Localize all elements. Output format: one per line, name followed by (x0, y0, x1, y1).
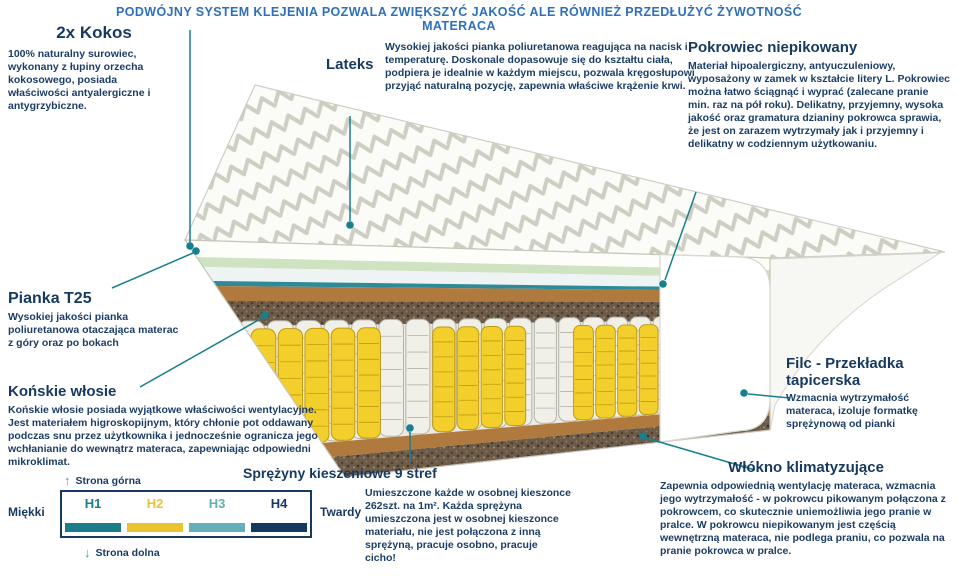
pianka-heading: Pianka T25 (8, 290, 92, 307)
bottom-side-note: ↓ Strona dolna (84, 546, 160, 559)
page-title: PODWÓJNY SYSTEM KLEJENIA POZWALA ZWIĘKSZ… (115, 5, 803, 33)
hardness-bar-h1 (65, 523, 121, 532)
wlokno-body: Zapewnia odpowiednią wentylację materaca… (660, 479, 946, 557)
callout-line-wlokno (645, 437, 756, 471)
callout-lines (111, 30, 791, 471)
hardness-level-h4: H4 (248, 492, 310, 536)
filc-body: Wzmacnia wytrzymałość materaca, izoluje … (786, 392, 918, 431)
layer-coconut-top (216, 286, 770, 302)
layer-felt-line (213, 281, 770, 291)
konskie-heading: Końskie włosie (8, 383, 117, 400)
pokrowiec-annotation: Pokrowiec niepikowany Materiał hipoalerg… (688, 39, 952, 151)
callout-dot-pokrowiec (659, 280, 667, 288)
sprezyny-heading: Sprężyny kieszeniowe 9 stref (243, 465, 437, 481)
hardness-level-h1: H1 (62, 492, 124, 536)
lateks-body: Wysokiej jakości pianka poliuretanowa re… (385, 41, 695, 93)
layer-foam-2 (203, 267, 770, 288)
hardness-level-h3: H3 (186, 492, 248, 536)
bottom-side-label: Strona dolna (95, 546, 160, 559)
hardness-bar-h2 (127, 523, 183, 532)
hardness-level-h2: H2 (124, 492, 186, 536)
callout-line-konskie (139, 317, 263, 388)
mattress-cover-front (659, 253, 771, 443)
kokos-heading: 2x Kokos (56, 23, 132, 42)
pokrowiec-body: Materiał hipoalergiczny, antyuczuleniowy… (688, 59, 951, 150)
wlokno-annotation: Włókno klimatyzujące Zapewnia odpowiedni… (660, 459, 952, 558)
top-side-note: ↑ Strona górna (64, 474, 141, 487)
callout-line-filc (747, 393, 791, 399)
callout-dot-wlokno (639, 432, 647, 440)
konskie-body: Końskie włosie posiada wyjątkowe właściw… (8, 403, 318, 468)
layer-coconut-bottom (322, 405, 770, 457)
callout-dots (186, 221, 748, 440)
lateks-heading: Lateks (326, 56, 374, 73)
sprezyny-body: Umieszczone każde w osobnej kieszonce 26… (365, 487, 571, 565)
kokos-annotation: 2x Kokos 100% naturalny surowiec, wykona… (8, 23, 180, 113)
layer-white-foam (185, 240, 770, 270)
filc-annotation: Filc - Przekładka tapicerska Wzmacnia wy… (786, 355, 954, 431)
hard-label: Twardy (320, 505, 362, 519)
callout-dot-glue (186, 242, 194, 250)
callout-dot-sprezyny (406, 424, 414, 432)
callout-dot-lateks (346, 221, 354, 229)
callout-dot-konskie (261, 311, 269, 319)
wlokno-heading: Włókno klimatyzujące (728, 459, 884, 476)
kokos-body: 100% naturalny surowiec, wykonany z łupi… (8, 47, 151, 112)
hardness-bar-h3 (189, 523, 245, 532)
down-arrow-icon: ↓ (84, 545, 91, 560)
pokrowiec-heading: Pokrowiec niepikowany (688, 39, 858, 56)
filc-heading: Filc - Przekładka tapicerska (786, 355, 904, 389)
callout-dot-pianka (192, 247, 200, 255)
konskie-annotation: Końskie włosie Końskie włosie posiada wy… (8, 383, 340, 469)
soft-label: Miękki (8, 505, 45, 519)
mattress-cross-section (183, 239, 771, 478)
callout-line-pianka (111, 252, 194, 289)
pianka-annotation: Pianka T25 Wysokiej jakości pianka poliu… (8, 290, 180, 350)
hardness-bar-h4 (251, 523, 307, 532)
callout-dot-filc (740, 389, 748, 397)
up-arrow-icon: ↑ (64, 473, 71, 488)
pianka-body: Wysokiej jakości pianka poliuretanowa ot… (8, 310, 179, 349)
lateks-annotation: Wysokiej jakości pianka poliuretanowa re… (385, 41, 717, 93)
callout-line-pokrowiec (664, 191, 697, 281)
top-side-label: Strona górna (75, 474, 141, 487)
hardness-scale: H1 H2 H3 H4 (60, 490, 312, 538)
layer-latex (197, 257, 770, 278)
mattress-end-face (769, 252, 942, 431)
